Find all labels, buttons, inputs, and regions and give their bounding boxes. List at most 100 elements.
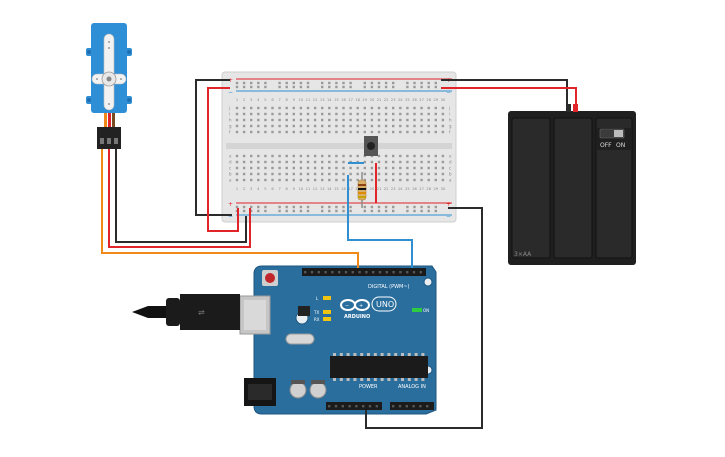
led-l-label: L bbox=[316, 296, 319, 301]
breadboard-column-number: 4 bbox=[257, 98, 260, 102]
header-pin[interactable] bbox=[331, 271, 334, 274]
header-pin[interactable] bbox=[362, 405, 365, 408]
analog-pin-header[interactable] bbox=[390, 402, 434, 410]
breadboard-column-number: 24 bbox=[398, 98, 403, 102]
header-pin[interactable] bbox=[392, 405, 395, 408]
arduino-brand-label: ARDUINO bbox=[344, 314, 370, 320]
header-pin[interactable] bbox=[419, 405, 422, 408]
header-pin[interactable] bbox=[341, 405, 344, 408]
resistor[interactable] bbox=[357, 172, 367, 208]
push-button[interactable] bbox=[364, 136, 378, 156]
header-pin[interactable] bbox=[406, 271, 409, 274]
breadboard-column-number: 23 bbox=[391, 187, 396, 191]
svg-text:−: − bbox=[345, 303, 349, 309]
header-pin[interactable] bbox=[304, 271, 307, 274]
header-pin[interactable] bbox=[348, 405, 351, 408]
wire-servo-ground[interactable] bbox=[115, 149, 247, 243]
usb-chip bbox=[298, 306, 310, 316]
header-pin[interactable] bbox=[385, 271, 388, 274]
uno-badge: UNO bbox=[371, 296, 397, 312]
breadboard-column-number: 29 bbox=[434, 187, 439, 191]
breadboard-row-letter: e bbox=[229, 154, 232, 159]
header-pin[interactable] bbox=[328, 405, 331, 408]
battery-switch-off-label: OFF bbox=[600, 142, 612, 149]
wire-button-signal[interactable] bbox=[347, 175, 413, 268]
header-pin[interactable] bbox=[419, 271, 422, 274]
header-pin[interactable] bbox=[426, 405, 429, 408]
breadboard-row-letter: j bbox=[448, 106, 450, 111]
breadboard-column-number: 18 bbox=[355, 98, 360, 102]
rail-plus-mark: + bbox=[228, 201, 233, 208]
wire-rail-power-link[interactable] bbox=[207, 87, 239, 232]
battery-switch-on-label: ON bbox=[616, 142, 625, 149]
wire-servo-power[interactable] bbox=[108, 149, 251, 248]
breadboard-column-number: 16 bbox=[341, 187, 346, 191]
header-pin[interactable] bbox=[378, 271, 382, 274]
header-pin[interactable] bbox=[412, 271, 416, 274]
power-pin-header[interactable] bbox=[326, 402, 382, 410]
breadboard-column-number: 12 bbox=[313, 98, 318, 102]
header-pin[interactable] bbox=[398, 405, 402, 408]
header-pin[interactable] bbox=[412, 405, 415, 408]
breadboard-column-number: 15 bbox=[334, 98, 339, 102]
breadboard-column-number: 1 bbox=[236, 98, 238, 102]
header-pin[interactable] bbox=[351, 271, 354, 274]
reset-button[interactable] bbox=[262, 270, 278, 286]
battery-pack[interactable]: OFF ON 3×AA bbox=[508, 104, 636, 265]
header-pin[interactable] bbox=[405, 405, 408, 408]
crystal-oscillator bbox=[285, 333, 315, 345]
led-rx-label: RX bbox=[314, 317, 320, 322]
breadboard-column-number: 14 bbox=[327, 187, 332, 191]
breadboard-row-letter: a bbox=[229, 178, 232, 183]
breadboard-row-letter: f bbox=[449, 130, 451, 135]
breadboard-column-number: 30 bbox=[441, 98, 446, 102]
led-tx-label: TX bbox=[313, 310, 319, 315]
breadboard-row-letter: b bbox=[229, 172, 232, 177]
header-pin[interactable] bbox=[372, 271, 375, 274]
servo-motor[interactable] bbox=[86, 23, 132, 149]
arduino-uno-board[interactable]: DIGITAL (PWM~) L TX RX ON − + ARDUINO UN… bbox=[239, 265, 437, 415]
breadboard-holes[interactable] bbox=[235, 81, 445, 213]
header-pin[interactable] bbox=[324, 271, 327, 274]
breadboard-column-number: 20 bbox=[370, 98, 375, 102]
digital-pin-header[interactable] bbox=[302, 268, 426, 276]
header-pin[interactable] bbox=[334, 405, 338, 408]
dc-power-jack[interactable] bbox=[244, 378, 276, 406]
usb-cable[interactable]: ⇌ bbox=[132, 294, 240, 330]
header-pin[interactable] bbox=[344, 271, 348, 274]
led-rx-icon bbox=[323, 317, 331, 321]
breadboard-column-number: 2 bbox=[243, 98, 245, 102]
breadboard-column-number: 24 bbox=[398, 187, 403, 191]
header-pin[interactable] bbox=[365, 271, 368, 274]
breadboard-column-number: 16 bbox=[341, 98, 346, 102]
rail-minus-mark: − bbox=[228, 89, 233, 96]
header-pin[interactable] bbox=[355, 405, 358, 408]
breadboard-column-number: 7 bbox=[278, 187, 280, 191]
header-pin[interactable] bbox=[358, 271, 361, 274]
usb-port[interactable] bbox=[239, 295, 271, 335]
wire-servo-signal[interactable] bbox=[101, 149, 359, 268]
led-tx-icon bbox=[323, 310, 331, 314]
wire-arduino-ground[interactable] bbox=[365, 207, 483, 429]
breadboard-column-number: 25 bbox=[405, 187, 410, 191]
header-pin[interactable] bbox=[399, 271, 402, 274]
breadboard-column-number: 17 bbox=[348, 98, 353, 102]
battery-switch[interactable] bbox=[599, 128, 625, 139]
breadboard-column-number: 2 bbox=[243, 187, 245, 191]
header-pin[interactable] bbox=[392, 271, 395, 274]
header-pin[interactable] bbox=[375, 405, 378, 408]
wire-battery-negative[interactable] bbox=[441, 79, 568, 105]
header-pin[interactable] bbox=[368, 405, 372, 408]
breadboard-column-number: 25 bbox=[405, 98, 410, 102]
breadboard-row-letter: b bbox=[449, 172, 452, 177]
wire-battery-positive[interactable] bbox=[441, 87, 577, 105]
header-pin[interactable] bbox=[317, 271, 320, 274]
led-on-icon bbox=[412, 308, 422, 312]
header-pin[interactable] bbox=[338, 271, 341, 274]
wire-rail-ground-link[interactable] bbox=[195, 79, 232, 216]
header-pin[interactable] bbox=[310, 271, 314, 274]
